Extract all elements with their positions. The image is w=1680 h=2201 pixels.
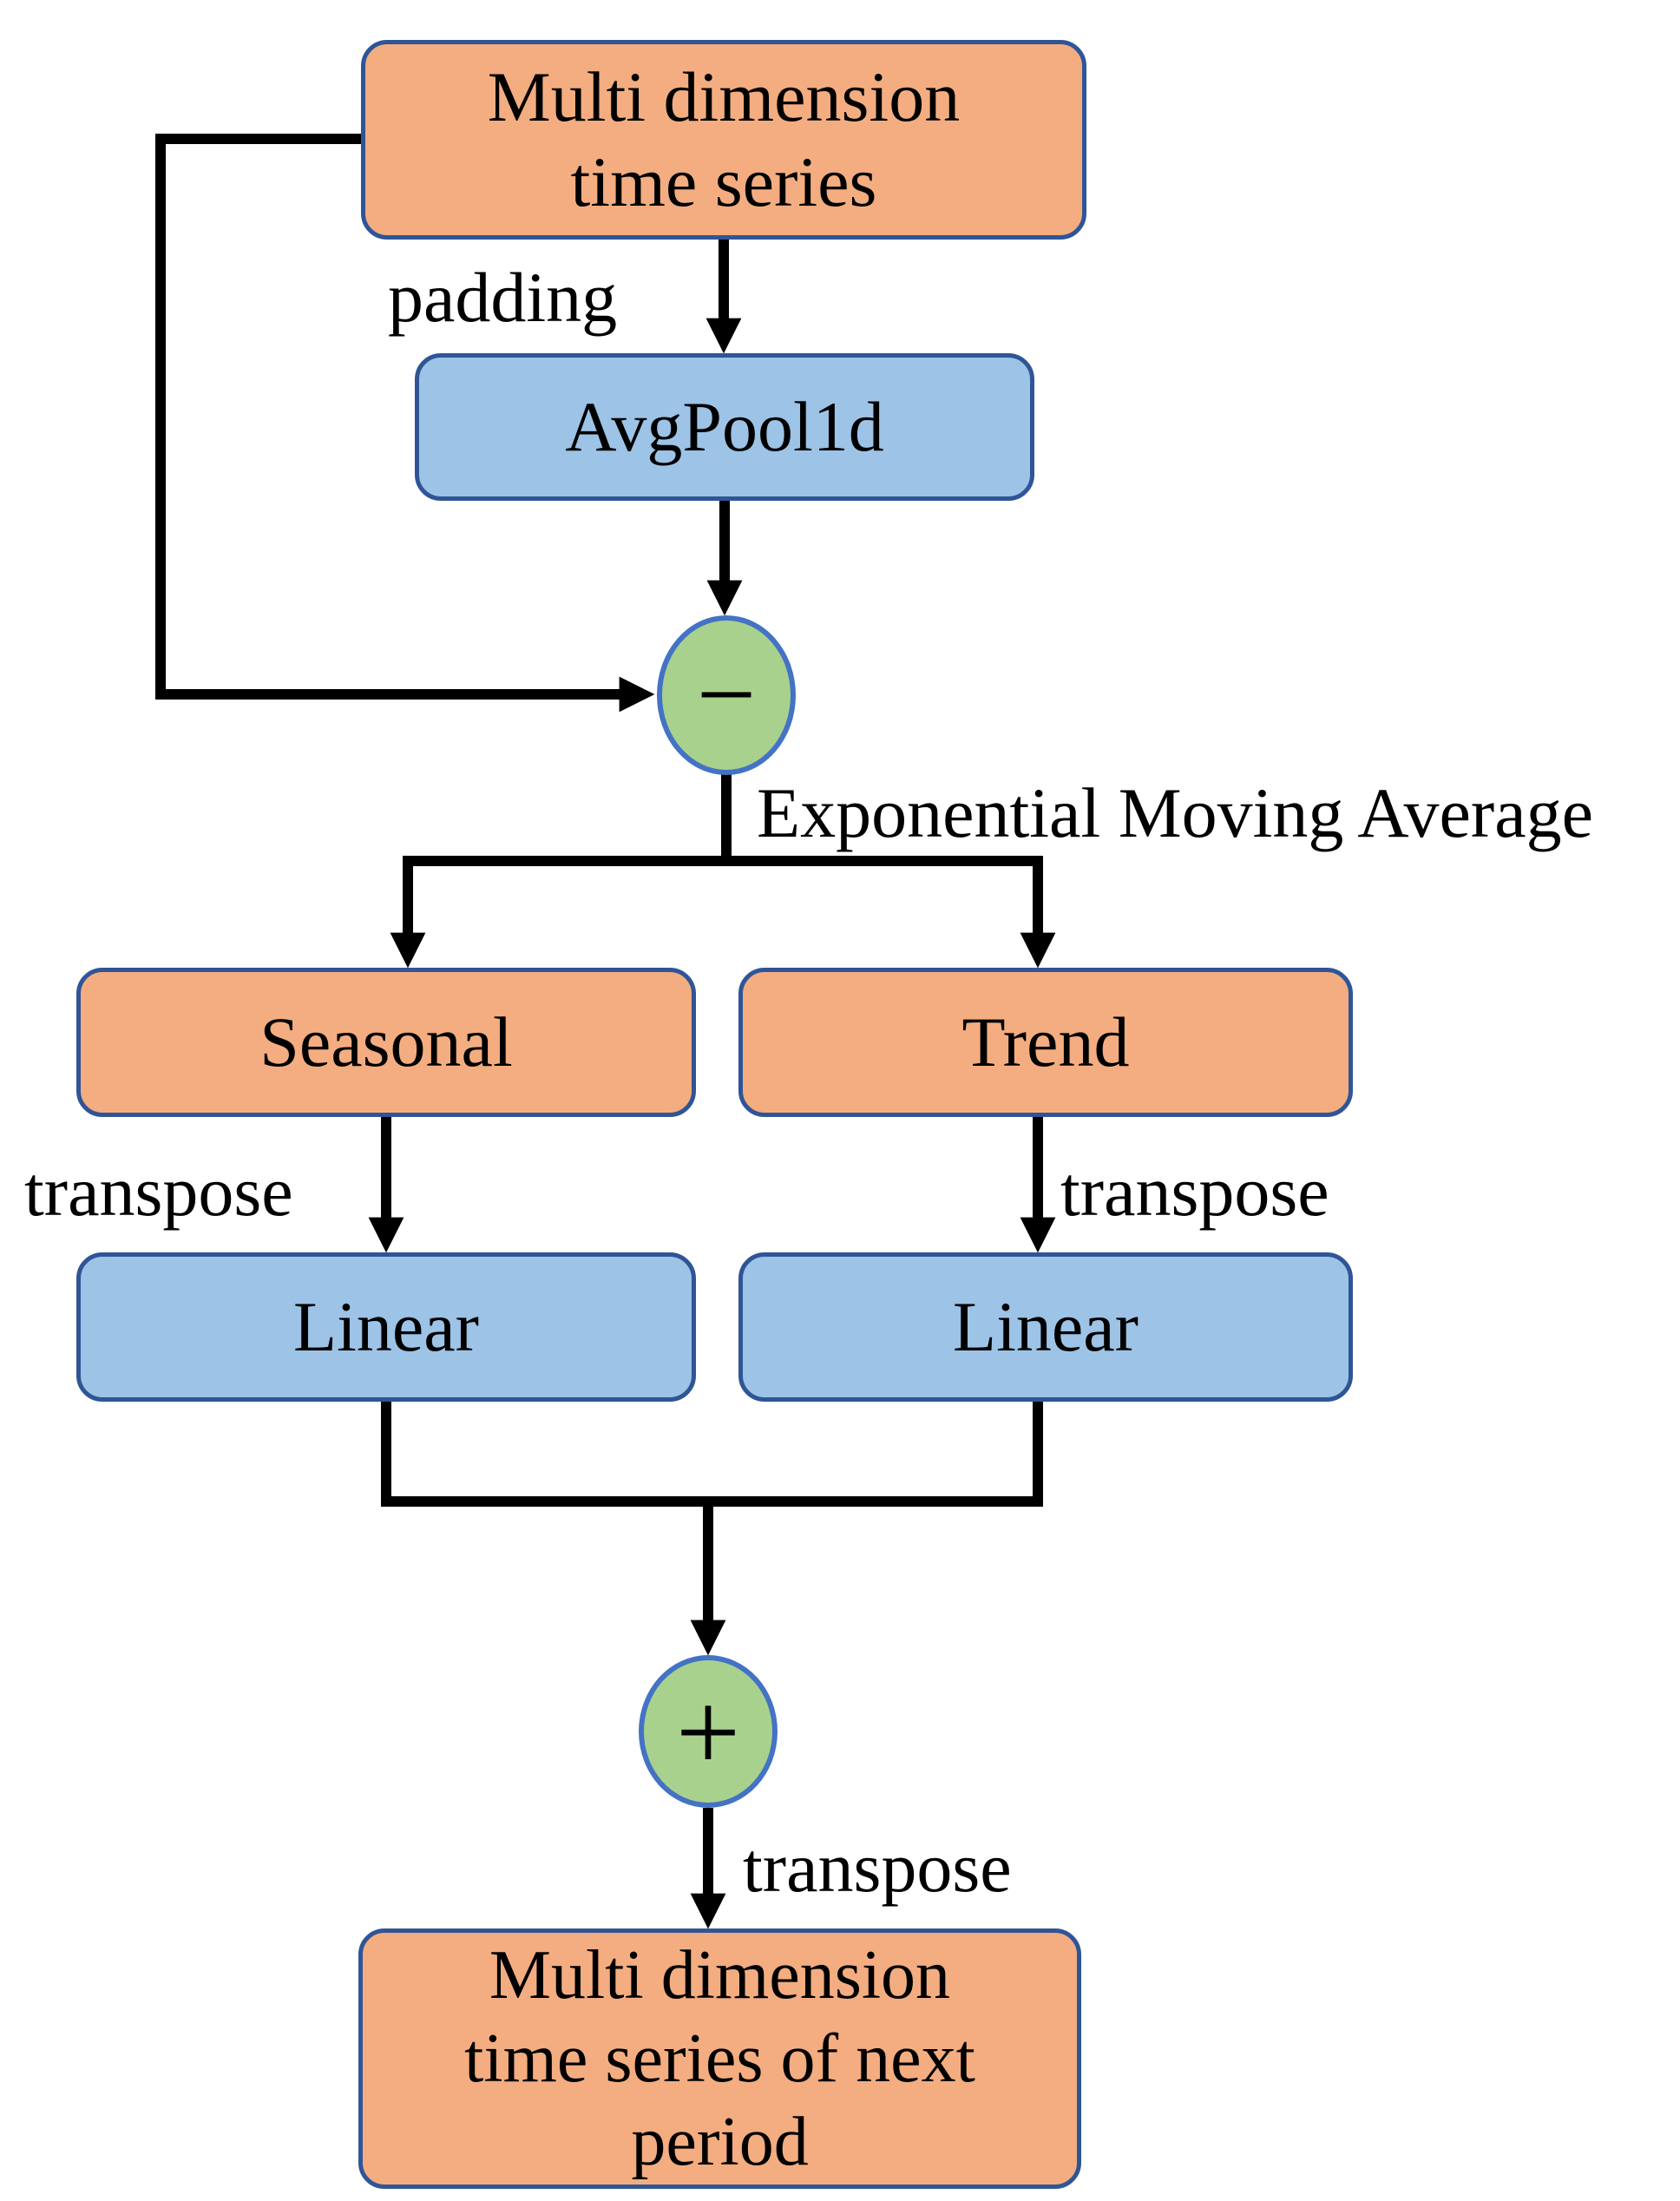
node-seasonal: Seasonal: [76, 968, 696, 1117]
node-trend-label: Trend: [961, 1002, 1130, 1081]
node-linear-trend: Linear: [738, 1252, 1353, 1402]
add-symbol: +: [675, 1667, 741, 1796]
node-linear-seasonal: Linear: [76, 1252, 696, 1402]
edge-label-transpose-seasonal: transpose: [24, 1152, 293, 1231]
node-linear-seasonal-label: Linear: [293, 1286, 479, 1366]
edge-label-transpose-output: transpose: [743, 1828, 1012, 1907]
edge-feedback-input-to-subtract: [155, 134, 655, 713]
node-seasonal-label: Seasonal: [259, 1002, 513, 1081]
node-avgpool1d-label: AvgPool1d: [565, 386, 884, 466]
operator-add-circle: +: [639, 1655, 778, 1808]
operator-subtract-circle: −: [657, 615, 796, 775]
node-output-time-series: Multi dimension time series of next peri…: [358, 1928, 1081, 2189]
edge-label-exponential-moving-average: Exponential Moving Average: [757, 773, 1594, 852]
node-linear-trend-label: Linear: [953, 1286, 1139, 1366]
node-avgpool1d: AvgPool1d: [415, 353, 1034, 501]
node-output-label: Multi dimension time series of next peri…: [464, 1937, 975, 2180]
subtract-symbol: −: [696, 636, 757, 753]
edge-label-transpose-trend: transpose: [1060, 1152, 1329, 1231]
node-input-label: Multi dimension time series: [487, 56, 961, 221]
node-input-time-series: Multi dimension time series: [361, 40, 1086, 240]
edge-label-padding: padding: [388, 258, 618, 337]
node-trend: Trend: [738, 968, 1353, 1117]
